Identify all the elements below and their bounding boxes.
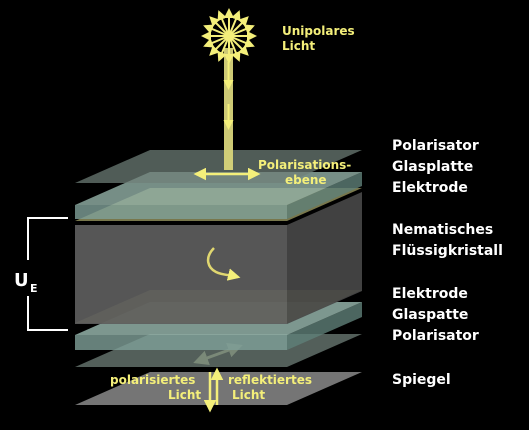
bottom-glass-side-right (287, 302, 362, 350)
crystal-block-front (75, 225, 287, 324)
starburst-ray (203, 35, 230, 48)
polarization-plane-label-line2: ebene (285, 173, 327, 187)
top-glass-label: Glasplatte (392, 159, 473, 175)
starburst-ray (209, 35, 230, 56)
polarization-plane-label-line1: Polarisations- (258, 158, 351, 172)
top-glass-side-front (75, 205, 287, 219)
crystal-label-line2: Flüssigkristall (392, 243, 503, 259)
voltage-label-subscript: E (30, 282, 38, 295)
top-glass-side-right (287, 172, 362, 219)
unpolarized-light-label-line2: Licht (282, 39, 315, 53)
starburst-ray (228, 35, 255, 48)
starburst-ray (203, 24, 230, 37)
mirror-label: Spiegel (392, 372, 451, 388)
top-polarizer-label: Polarisator (392, 138, 479, 154)
unpolarized-light-label-line1: Unipolares (282, 24, 355, 38)
reflected-light-label-line2: Licht (232, 388, 265, 402)
top-polarizer-plate (75, 150, 362, 183)
polarized-light-label-line1: polarisiertes (110, 373, 195, 387)
top-electrode-label: Elektrode (392, 180, 468, 196)
crystal-block-side (287, 192, 362, 324)
polarized-light-label-line2: Licht (168, 388, 201, 402)
starburst-ray (217, 10, 230, 37)
crystal-label-line1: Nematisches (392, 222, 493, 238)
starburst-ray (228, 24, 255, 37)
unpolarized-light-starburst (201, 8, 257, 64)
starburst-ray (209, 16, 230, 37)
bottom-polarizer-label: Polarisator (392, 328, 479, 344)
bottom-glass-label: Glaspatte (392, 307, 468, 323)
voltage-label: U (14, 270, 29, 291)
bottom-glass-side-front (75, 335, 287, 350)
starburst-ray (228, 16, 249, 37)
starburst-ray (228, 10, 241, 37)
starburst-ray (228, 35, 241, 62)
starburst-ray (228, 35, 249, 56)
starburst-ray (217, 35, 230, 62)
mirror-plate (75, 372, 362, 405)
reflected-light-label-line1: reflektiertes (228, 373, 312, 387)
voltage-label-bg (12, 260, 48, 296)
crystal-twist-arrow (206, 247, 241, 281)
bottom-electrode-label: Elektrode (392, 286, 468, 302)
